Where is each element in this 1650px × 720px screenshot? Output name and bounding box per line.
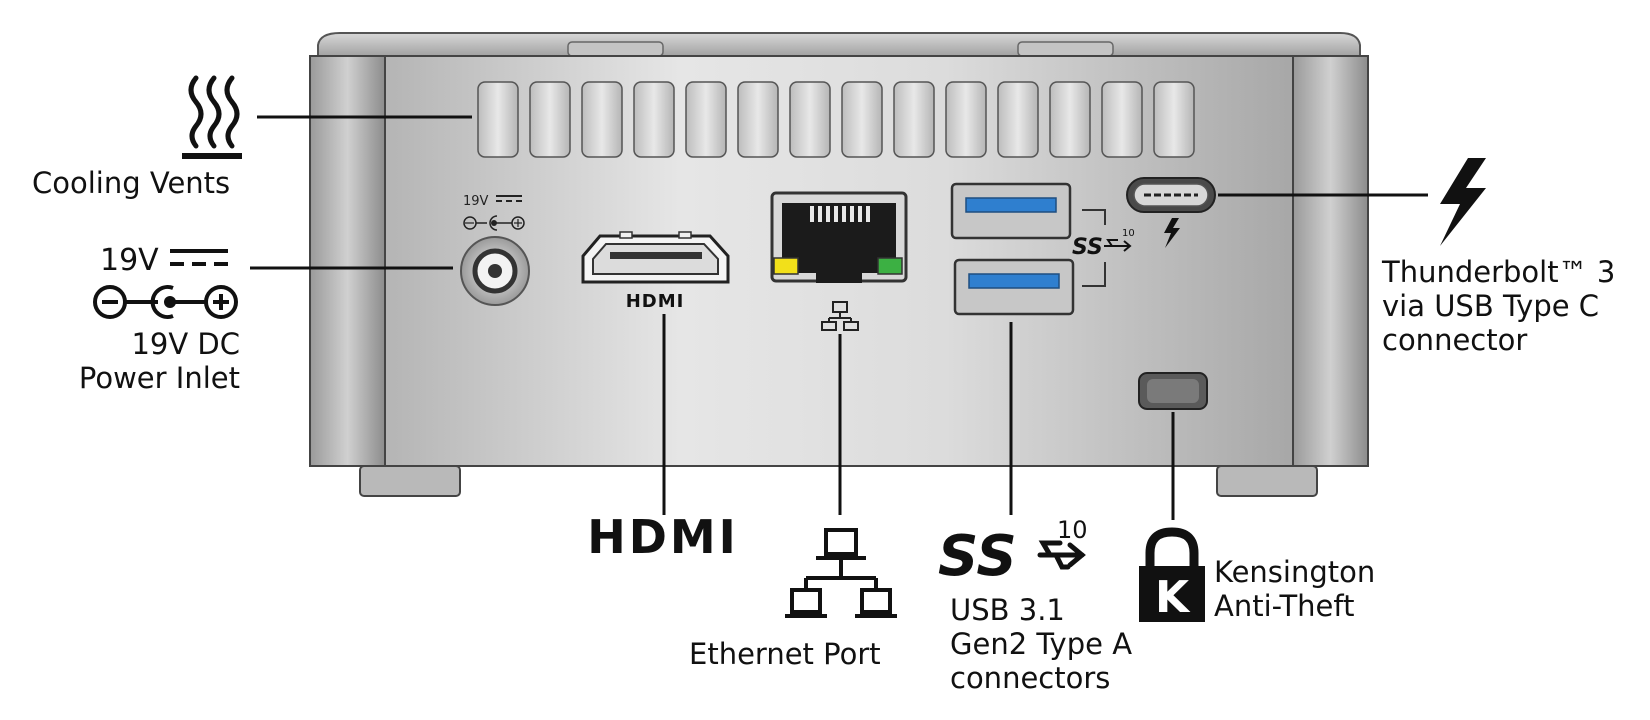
- tb-label-line1: Thunderbolt™ 3: [1382, 255, 1616, 289]
- cooling-vents: [477, 81, 1195, 158]
- ss-small-text: SS: [1072, 235, 1103, 260]
- kensington-letter: K: [1155, 572, 1191, 623]
- leader-lines: [250, 115, 1428, 520]
- rj45-pin: [834, 206, 838, 222]
- dc-polarity-icon: 19V: [93, 243, 238, 319]
- kens-label-line1: Kensington: [1214, 555, 1376, 589]
- ethernet-port-label: Ethernet Port: [689, 637, 881, 671]
- heat-icon: [182, 75, 242, 159]
- network-icon: [785, 528, 897, 618]
- vent-slot: [685, 81, 727, 158]
- vent-slot: [945, 81, 987, 158]
- usb-c-port: [1126, 177, 1216, 248]
- power-volt-text: 19V: [100, 243, 159, 278]
- power-label-line1: 19V DC: [131, 327, 240, 361]
- power-small-volt: 19V: [463, 194, 489, 209]
- hdmi-port: HDMI: [581, 231, 730, 312]
- rj45-pin: [818, 206, 822, 222]
- kensington-lock-icon: K: [1139, 527, 1205, 623]
- vent-slot: [737, 81, 779, 158]
- hdmi-logo: HDMI: [587, 510, 739, 564]
- vent-slot: [581, 81, 623, 158]
- ss-logo-num: 10: [1057, 516, 1088, 544]
- power-inlet-label: 19V DC Power Inlet: [40, 327, 240, 395]
- vent-slot: [1101, 81, 1143, 158]
- vent-slot: [789, 81, 831, 158]
- cooling-vents-label: Cooling Vents: [32, 166, 231, 200]
- ss-logo-text: SS: [938, 524, 1017, 589]
- superspeed-usb-icon: SS 10: [938, 516, 1088, 589]
- usb-label-line1: USB 3.1: [950, 593, 1065, 627]
- vent-slot: [997, 81, 1039, 158]
- thunderbolt-icon: [1440, 158, 1486, 246]
- kensington-slot: [1138, 372, 1208, 410]
- kens-label-line2: Anti-Theft: [1214, 589, 1355, 623]
- vent-slot: [893, 81, 935, 158]
- vent-slot: [529, 81, 571, 158]
- kensington-label: Kensington Anti-Theft: [1214, 555, 1375, 623]
- usb-connectors-label: USB 3.1 Gen2 Type A connectors: [950, 593, 1132, 695]
- rj45-pin: [858, 206, 862, 222]
- vent-slot: [477, 81, 519, 158]
- rj45-pin: [850, 206, 854, 222]
- power-label-line2: Power Inlet: [78, 361, 240, 395]
- rj45-pin: [826, 206, 830, 222]
- ss-small-num: 10: [1122, 228, 1135, 239]
- rj45-pin: [842, 206, 846, 222]
- tb-label-line2: via USB Type C: [1382, 289, 1600, 323]
- power-jack: 19V: [460, 194, 530, 306]
- hdmi-port-text: HDMI: [626, 291, 685, 312]
- tb-label-line3: connector: [1382, 323, 1528, 357]
- usb-label-line2: Gen2 Type A: [950, 627, 1133, 661]
- rj45-pin: [866, 206, 870, 222]
- vent-slot: [1049, 81, 1091, 158]
- usb-a-ports: SS 10: [950, 182, 1135, 316]
- vent-slot: [633, 81, 675, 158]
- rj45-pin: [810, 206, 814, 222]
- usb-label-line3: connectors: [950, 661, 1111, 695]
- thunderbolt-label: Thunderbolt™ 3 via USB Type C connector: [1382, 255, 1615, 357]
- hdmi-logo-text: HDMI: [587, 510, 739, 564]
- vent-slot: [841, 81, 883, 158]
- ethernet-port: [770, 191, 908, 331]
- vent-slot: [1153, 81, 1195, 158]
